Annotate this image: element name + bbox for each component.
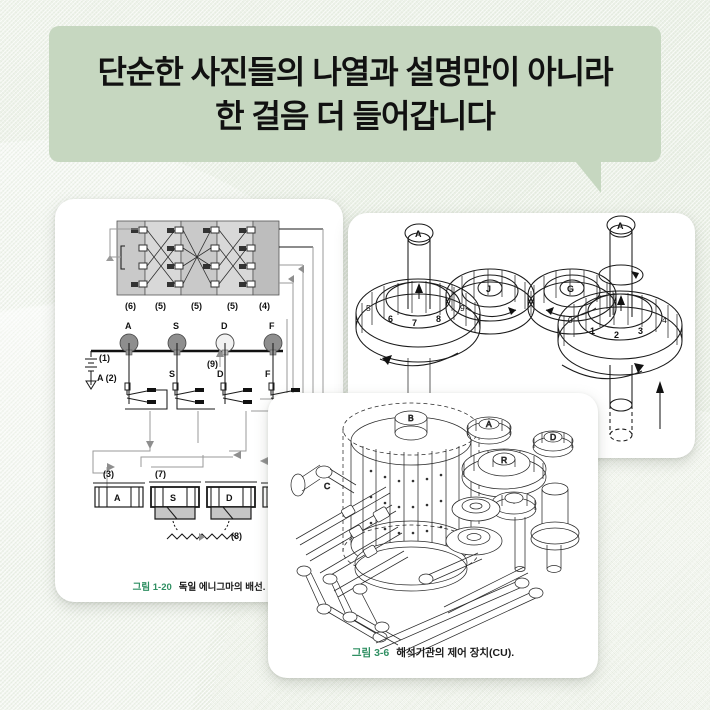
cu-caption-number: 그림 3-6 [351,647,390,659]
cu-caption-text: 해석기관의 제어 장치(CU). [396,647,515,659]
enigma-plug-wiring [92,411,247,499]
gear-G: G [527,268,617,335]
svg-text:(6): (6) [125,301,136,311]
svg-text:D: D [550,432,556,442]
speech-bubble-tail [575,161,601,193]
svg-text:3: 3 [638,326,643,336]
svg-text:(7): (7) [155,469,166,479]
enigma-rotor-labels: (6) (5) (5) (5) (4) [125,301,270,311]
enigma-diagram: (6) (5) (5) (5) (4) [85,220,324,541]
headline-line-1: 단순한 사진들의 나열과 설명만이 아니라 [97,53,613,90]
svg-text:J: J [486,284,491,294]
svg-text:(5): (5) [191,301,202,311]
svg-text:(5): (5) [227,301,238,311]
svg-text:4: 4 [662,315,667,325]
svg-text:A: A [415,229,422,239]
svg-text:6: 6 [388,314,393,324]
enigma-arrowheads [288,265,304,283]
enigma-caption-text: 독일 에니그마의 배선. [178,582,266,593]
svg-text:A: A [114,493,121,503]
svg-text:A (2): A (2) [97,373,117,383]
svg-text:8: 8 [436,314,441,324]
svg-text:2: 2 [614,330,619,340]
svg-text:0: 0 [568,315,573,325]
enigma-switch-row: A (2) S [97,343,300,410]
headline-line-2: 한 걸음 더 들어갑니다 [215,98,496,134]
svg-text:S: S [169,369,175,379]
gear-left-drum: 6 7 8 5 9 A [355,223,481,418]
svg-text:A: A [617,221,624,231]
enigma-caption: 그림 1-20 독일 에니그마의 배선. [55,579,343,593]
svg-text:D: D [221,321,228,331]
svg-text:A: A [125,321,132,331]
enigma-lamp-row: A S D F [91,321,283,356]
gears-diagram: 6 7 8 5 9 A [355,215,683,442]
svg-text:C: C [324,481,330,491]
svg-text:1: 1 [590,326,595,336]
enigma-plugboard: (3) (7) A S D [93,469,313,541]
svg-text:(1): (1) [99,353,110,363]
card-gear-mechanism[interactable]: 6 7 8 5 9 A [348,213,695,458]
svg-text:(9): (9) [207,359,218,369]
card-analytical-engine-cu[interactable]: B [268,393,598,678]
svg-text:(5): (5) [155,301,166,311]
svg-text:5: 5 [366,303,371,313]
svg-text:7: 7 [412,318,417,328]
svg-text:(4): (4) [259,301,270,311]
svg-text:D: D [217,369,224,379]
control-unit-diagram: B [290,402,580,658]
svg-text:D: D [226,493,233,503]
svg-text:(8): (8) [231,531,242,541]
svg-text:S: S [170,493,176,503]
svg-text:F: F [265,369,271,379]
svg-text:9: 9 [460,303,465,313]
headline-speech-bubble [49,26,661,162]
svg-text:F: F [269,321,275,331]
cu-caption: 그림 3-6 해석기관의 제어 장치(CU). [268,645,598,660]
enigma-caption-number: 그림 1-20 [132,582,172,593]
gear-right-drum: 1 2 3 0 4 A [557,215,683,442]
svg-text:A: A [486,419,492,429]
svg-text:G: G [567,284,574,294]
svg-text:S: S [173,321,179,331]
headline-text-block: 단순한 사진들의 나열과 설명만이 아니라 한 걸음 더 들어갑니다 [49,26,661,162]
svg-text:B: B [408,413,414,423]
enigma-battery: (1) [85,351,110,390]
enigma-rotor-assembly [106,220,323,296]
svg-text:(3): (3) [103,469,114,479]
svg-text:R: R [501,455,507,465]
